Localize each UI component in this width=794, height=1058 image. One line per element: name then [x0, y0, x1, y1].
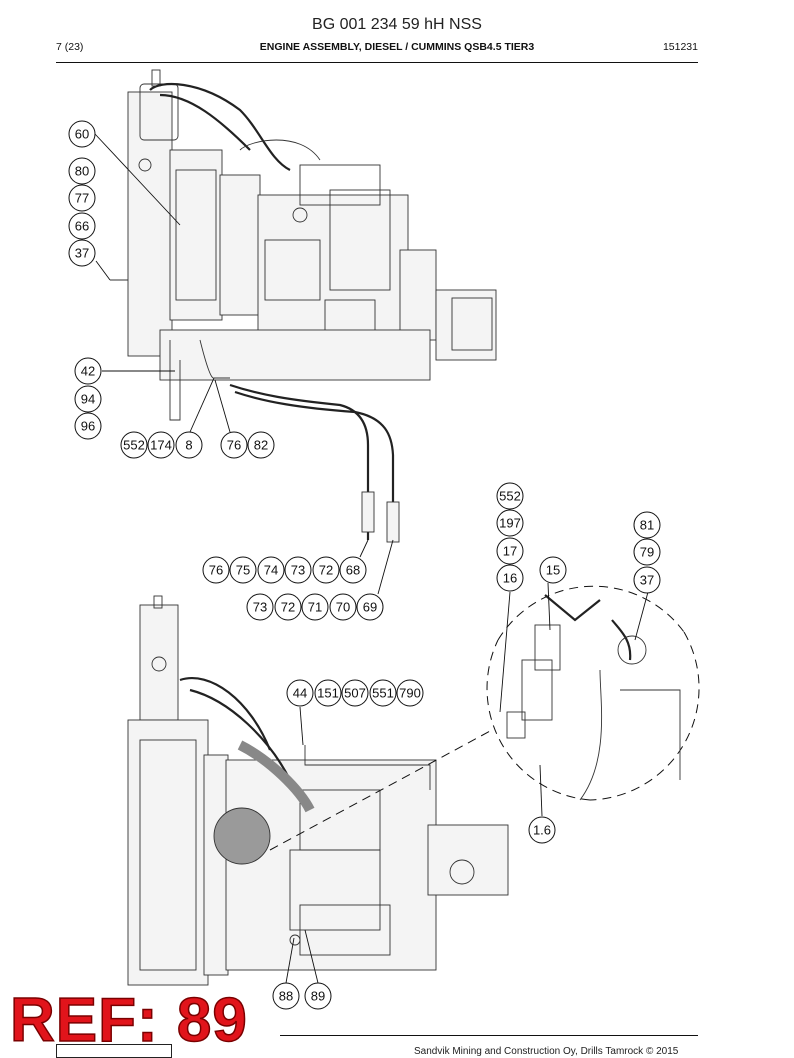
page-number: 7 (23) [56, 41, 84, 53]
callout-507: 507 [341, 679, 369, 707]
svg-text:88: 88 [279, 989, 293, 1004]
svg-text:80: 80 [75, 164, 89, 179]
svg-text:551: 551 [372, 686, 394, 701]
svg-text:70: 70 [336, 600, 350, 615]
callout-15: 15 [539, 556, 567, 584]
callout-37-detail: 37 [633, 566, 661, 594]
svg-text:77: 77 [75, 191, 89, 206]
svg-text:790: 790 [399, 686, 421, 701]
svg-text:68: 68 [346, 563, 360, 578]
section-title: ENGINE ASSEMBLY, DIESEL / CUMMINS QSB4.5… [259, 41, 535, 53]
callout-37: 37 [68, 239, 96, 267]
callout-74: 74 [257, 556, 285, 584]
callout-80: 80 [68, 157, 96, 185]
svg-text:1.6: 1.6 [533, 823, 551, 838]
callout-1-6: 1.6 [528, 816, 556, 844]
svg-text:71: 71 [308, 600, 322, 615]
svg-text:73: 73 [291, 563, 305, 578]
callout-76-top: 76 [220, 431, 248, 459]
callout-66: 66 [68, 212, 96, 240]
svg-text:72: 72 [281, 600, 295, 615]
callout-88: 88 [272, 982, 300, 1010]
svg-text:44: 44 [293, 686, 307, 701]
svg-text:507: 507 [344, 686, 366, 701]
header-rule [56, 62, 698, 63]
svg-text:174: 174 [150, 438, 172, 453]
bottom-engine-illustration [127, 595, 509, 986]
callout-77: 77 [68, 184, 96, 212]
callout-94: 94 [74, 385, 102, 413]
svg-text:79: 79 [640, 545, 654, 560]
svg-text:552: 552 [123, 438, 145, 453]
svg-text:197: 197 [499, 516, 521, 531]
svg-text:15: 15 [546, 563, 560, 578]
callout-552-detail: 552 [496, 482, 524, 510]
svg-text:75: 75 [236, 563, 250, 578]
svg-text:37: 37 [640, 573, 654, 588]
svg-text:76: 76 [227, 438, 241, 453]
callout-72-a: 72 [312, 556, 340, 584]
detail-view [269, 585, 700, 851]
callout-16: 16 [496, 564, 524, 592]
callout-79: 79 [633, 538, 661, 566]
svg-text:60: 60 [75, 127, 89, 142]
leader-lines [94, 133, 649, 984]
svg-text:552: 552 [499, 489, 521, 504]
callout-76-hose: 76 [202, 556, 230, 584]
callout-73-b: 73 [246, 593, 274, 621]
callout-70: 70 [329, 593, 357, 621]
footer-copyright: Sandvik Mining and Construction Oy, Dril… [414, 1046, 679, 1057]
svg-text:76: 76 [209, 563, 223, 578]
callout-89: 89 [304, 982, 332, 1010]
svg-text:72: 72 [319, 563, 333, 578]
hose-lines [229, 383, 400, 543]
svg-text:16: 16 [503, 571, 517, 586]
callout-69: 69 [356, 593, 384, 621]
svg-text:69: 69 [363, 600, 377, 615]
svg-text:37: 37 [75, 246, 89, 261]
callout-81: 81 [633, 511, 661, 539]
callout-balloons: 60 80 77 66 37 42 94 96 552 174 8 76 82 … [68, 120, 661, 1010]
date-code: 151231 [662, 41, 698, 53]
svg-text:81: 81 [640, 518, 654, 533]
callout-551: 551 [369, 679, 397, 707]
callout-82: 82 [247, 431, 275, 459]
callout-44: 44 [286, 679, 314, 707]
callout-72-b: 72 [274, 593, 302, 621]
svg-text:17: 17 [503, 544, 517, 559]
svg-text:73: 73 [253, 600, 267, 615]
callout-96: 96 [74, 412, 102, 440]
callout-68: 68 [339, 556, 367, 584]
callout-790: 790 [396, 679, 424, 707]
callout-75: 75 [229, 556, 257, 584]
callout-151: 151 [314, 679, 342, 707]
svg-text:96: 96 [81, 419, 95, 434]
callout-552-top: 552 [120, 431, 148, 459]
svg-text:66: 66 [75, 219, 89, 234]
callout-8: 8 [175, 431, 203, 459]
svg-text:151: 151 [317, 686, 339, 701]
svg-text:89: 89 [311, 989, 325, 1004]
svg-text:82: 82 [254, 438, 268, 453]
svg-text:74: 74 [264, 563, 278, 578]
svg-text:94: 94 [81, 392, 95, 407]
svg-text:8: 8 [185, 438, 192, 453]
callout-73-a: 73 [284, 556, 312, 584]
callout-17: 17 [496, 537, 524, 565]
footer-rule [280, 1035, 698, 1036]
callout-60: 60 [68, 120, 96, 148]
document-number: BG 001 234 59 hH NSS [312, 16, 482, 33]
callout-174: 174 [147, 431, 175, 459]
callout-197: 197 [496, 509, 524, 537]
callout-42: 42 [74, 357, 102, 385]
reference-stamp: REF: 89 [9, 985, 248, 1056]
top-engine-illustration [110, 69, 497, 421]
callout-71: 71 [301, 593, 329, 621]
svg-text:42: 42 [81, 364, 95, 379]
